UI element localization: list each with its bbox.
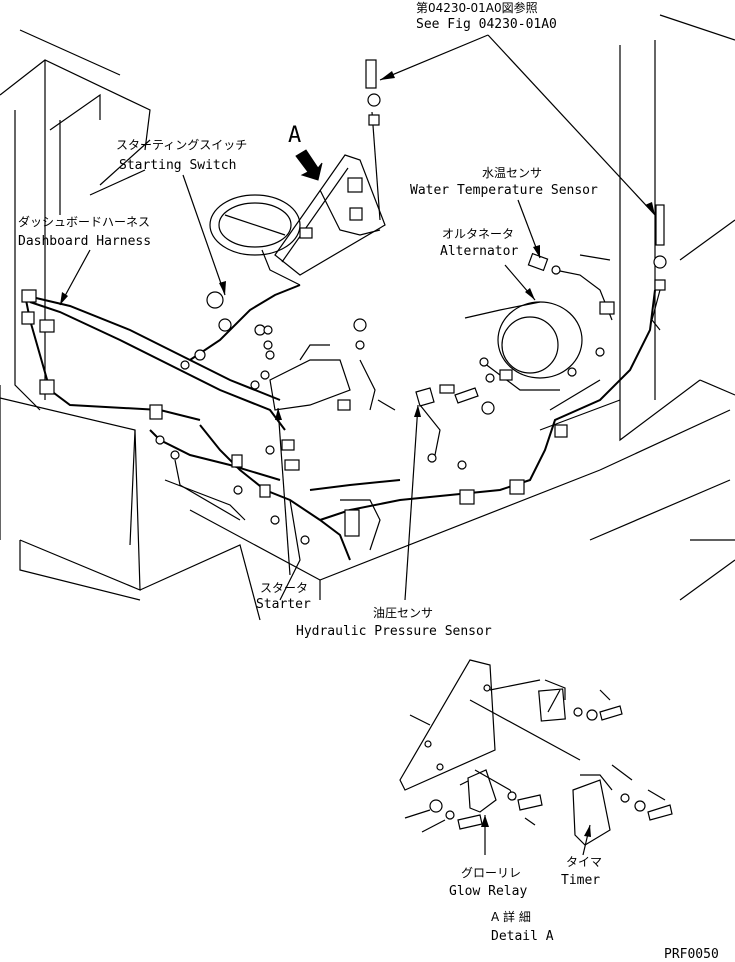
leader-arrow-icon bbox=[275, 408, 282, 420]
hydraulic-pressure-sensor bbox=[415, 384, 467, 470]
alternator bbox=[464, 269, 613, 391]
water-temp-label-jp: 水温センサ bbox=[482, 166, 542, 180]
alternator-label-jp: オルタネータ bbox=[442, 227, 514, 241]
water-temp-label-en: Water Temperature Sensor bbox=[410, 183, 598, 198]
ref-label-jp: 第04230-01A0図参照 bbox=[416, 0, 538, 15]
view-direction-arrow-icon bbox=[295, 149, 323, 181]
starter-label-en: Starter bbox=[256, 597, 311, 612]
leader-lines bbox=[59, 34, 656, 601]
timer-label-jp: タイマ bbox=[566, 855, 602, 869]
view-a-marker: A bbox=[288, 123, 323, 181]
detail-a-label-jp: A 詳 細 bbox=[491, 909, 531, 924]
text-labels: 第04230-01A0図参照 See Fig 04230-01A0 スターティン… bbox=[18, 0, 719, 962]
leader-arrow-icon bbox=[525, 288, 535, 300]
machine-frame bbox=[0, 14, 735, 621]
alternator-label-en: Alternator bbox=[440, 244, 518, 259]
fasteners-main bbox=[263, 325, 495, 415]
leader-arrow-icon bbox=[219, 281, 226, 295]
right-connector bbox=[651, 204, 667, 331]
leader-arrow-icon bbox=[414, 405, 421, 417]
timer-label-en: Timer bbox=[561, 873, 600, 888]
leader-arrow-icon bbox=[60, 292, 68, 305]
ref-label-en: See Fig 04230-01A0 bbox=[416, 17, 557, 32]
drawing-code: PRF0050 bbox=[664, 947, 719, 962]
leader-arrow-icon bbox=[584, 825, 591, 837]
water-temperature-sensor bbox=[527, 252, 615, 315]
glow-relay-label-en: Glow Relay bbox=[449, 884, 527, 899]
dashboard-panel bbox=[274, 59, 386, 276]
starter-label-jp: スタータ bbox=[260, 581, 308, 595]
steering-wheel bbox=[209, 194, 301, 286]
starting-switch-label-en: Starting Switch bbox=[119, 158, 236, 173]
detail-a-assembly bbox=[399, 659, 673, 856]
hyd-pressure-label-jp: 油圧センサ bbox=[373, 606, 433, 620]
view-a-label: A bbox=[288, 123, 301, 148]
detail-a-label-en: Detail A bbox=[491, 929, 554, 944]
hyd-pressure-label-en: Hydraulic Pressure Sensor bbox=[296, 624, 492, 639]
leader-arrow-icon bbox=[533, 245, 540, 258]
dashboard-harness-label-jp: ダッシュボードハーネス bbox=[18, 214, 150, 229]
leader-arrow-icon bbox=[645, 202, 655, 215]
dashboard-harness-label-en: Dashboard Harness bbox=[18, 234, 151, 249]
leader-arrow-icon bbox=[380, 71, 395, 80]
leader-arrow-icon bbox=[481, 815, 489, 827]
dashboard-harness bbox=[21, 284, 656, 601]
starting-switch-label-jp: スターティングスイッチ bbox=[116, 138, 247, 152]
starter-motor bbox=[269, 318, 376, 411]
glow-relay-label-jp: グローリレ bbox=[461, 866, 521, 880]
